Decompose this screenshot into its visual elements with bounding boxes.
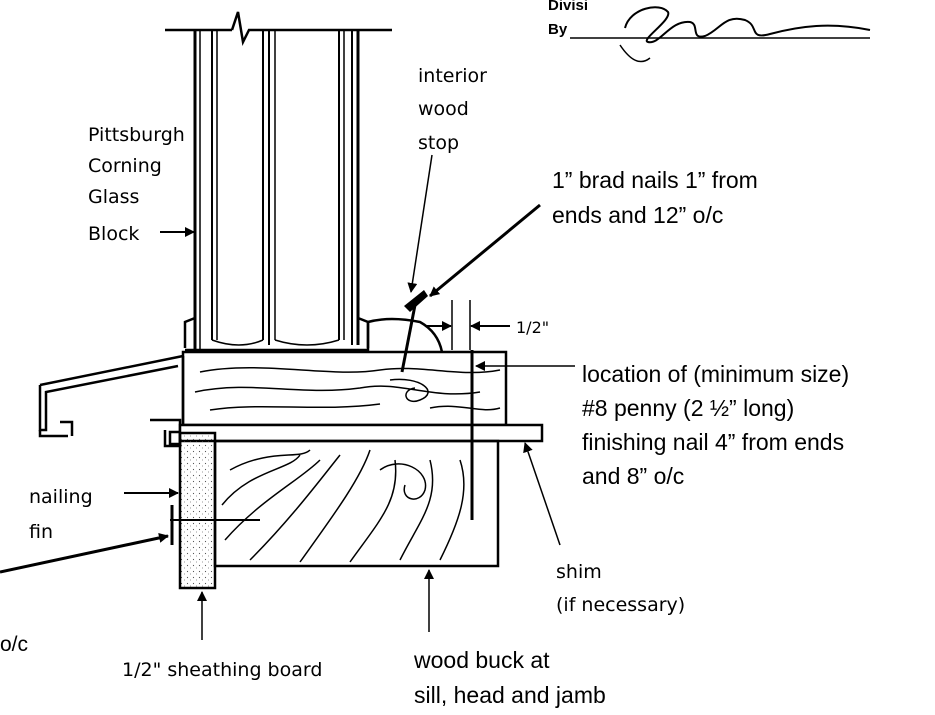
- label-oc-fragment: o/c: [0, 633, 28, 656]
- label-shim: shim (if necessary): [556, 561, 685, 616]
- label-nailing-fin-line-2: fin: [29, 521, 53, 543]
- label-wood-buck-line-1: wood buck at: [413, 647, 550, 673]
- brad-nail: [400, 290, 428, 373]
- half-inch-dimension: [425, 300, 510, 350]
- label-interior-stop: interior wood stop: [418, 65, 487, 154]
- label-glass-block-line-3: Glass: [88, 186, 139, 208]
- label-wood-buck: wood buck at sill, head and jamb: [413, 647, 606, 708]
- label-shim-line-1: shim: [556, 561, 602, 583]
- label-wood-buck-line-2: sill, head and jamb: [414, 682, 606, 708]
- label-interior-stop-line-1: interior: [418, 65, 487, 87]
- label-finishing-nail: location of (minimum size) #8 penny (2 ½…: [582, 361, 849, 489]
- label-finishing-nail-line-4: and 8” o/c: [582, 463, 684, 489]
- label-glass-block-line-2: Corning: [88, 155, 162, 177]
- shim: [178, 423, 544, 443]
- label-glass-block: Pittsburgh Corning Glass Block: [88, 124, 185, 245]
- label-interior-stop-line-2: wood: [418, 98, 469, 120]
- sill-wood-member: [181, 350, 508, 427]
- leader-lines: [0, 154, 575, 640]
- label-nailing-fin-line-1: nailing: [29, 486, 93, 508]
- wood-buck: [213, 439, 500, 568]
- label-shim-line-2: (if necessary): [556, 594, 685, 616]
- approval-stamp: Divisi By: [548, 0, 871, 63]
- label-finishing-nail-line-2: #8 penny (2 ½” long): [582, 395, 794, 421]
- sheathing-board: [178, 431, 217, 590]
- label-brad-nails-line-1: 1” brad nails 1” from: [552, 167, 758, 193]
- interior-wood-stop: [366, 317, 444, 353]
- header-by-label: By: [548, 21, 568, 38]
- header-division-label: Divisi: [548, 0, 588, 14]
- label-interior-stop-line-3: stop: [418, 132, 459, 154]
- signature: [624, 6, 871, 44]
- label-glass-block-line-4: Block: [88, 223, 139, 245]
- label-nailing-fin: nailing fin: [29, 486, 93, 543]
- label-finishing-nail-line-1: location of (minimum size): [582, 361, 849, 387]
- label-brad-nails: 1” brad nails 1” from ends and 12” o/c: [552, 167, 758, 228]
- label-finishing-nail-line-3: finishing nail 4” from ends: [582, 429, 844, 455]
- glass-block: [165, 11, 392, 350]
- label-brad-nails-line-2: ends and 12” o/c: [552, 202, 723, 228]
- label-glass-block-line-1: Pittsburgh: [88, 124, 185, 146]
- label-sheathing-board: 1/2" sheathing board: [122, 659, 322, 681]
- label-half-inch: 1/2": [516, 318, 549, 337]
